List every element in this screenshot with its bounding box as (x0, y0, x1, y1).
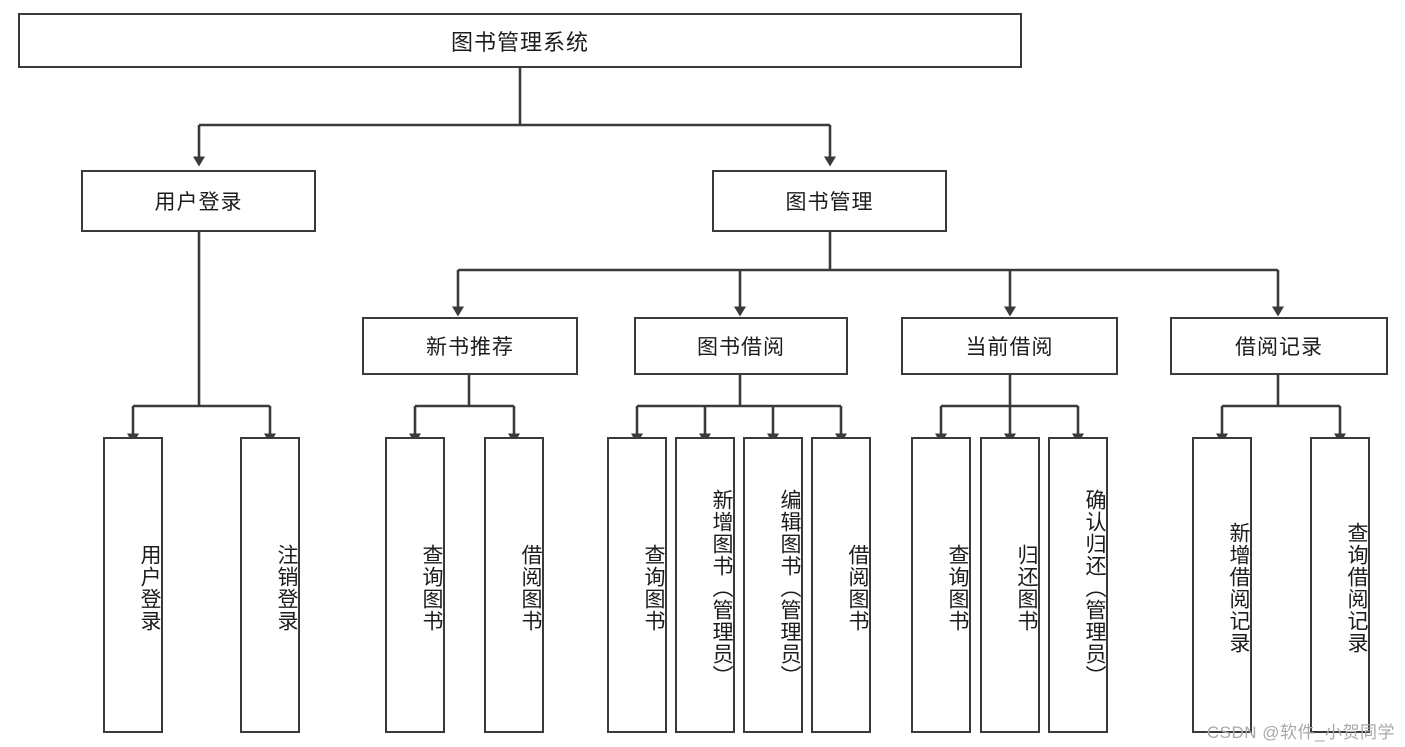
node-book-management-label: 图书管理 (785, 191, 874, 214)
node-leaf-return-book-label: 归还图书 (1015, 544, 1038, 632)
node-leaf-query-book-3[interactable]: 查询图书 (911, 437, 971, 733)
node-leaf-add-record-label: 新增借阅记录 (1227, 522, 1250, 654)
node-leaf-logout-login[interactable]: 注销登录 (240, 437, 300, 733)
node-leaf-borrow-book-1[interactable]: 借阅图书 (484, 437, 544, 733)
node-leaf-confirm-return-label: 确认归还（管理员） (1083, 489, 1106, 687)
node-leaf-confirm-return[interactable]: 确认归还（管理员） (1048, 437, 1108, 733)
node-leaf-add-book-label: 新增图书（管理员） (710, 489, 733, 687)
node-book-borrow-label: 图书借阅 (697, 336, 785, 359)
node-leaf-add-book[interactable]: 新增图书（管理员） (675, 437, 735, 733)
node-leaf-return-book[interactable]: 归还图书 (980, 437, 1040, 733)
node-current-borrow-label: 当前借阅 (965, 336, 1054, 359)
node-borrow-record[interactable]: 借阅记录 (1170, 317, 1388, 375)
node-new-book-recommend-label: 新书推荐 (426, 336, 514, 359)
node-leaf-query-book-2-label: 查询图书 (642, 544, 665, 632)
node-current-borrow[interactable]: 当前借阅 (901, 317, 1118, 375)
node-leaf-query-book-1-label: 查询图书 (420, 544, 443, 632)
node-book-borrow[interactable]: 图书借阅 (634, 317, 848, 375)
node-leaf-user-login[interactable]: 用户登录 (103, 437, 163, 733)
node-leaf-query-record-label: 查询借阅记录 (1345, 522, 1368, 654)
node-leaf-add-record[interactable]: 新增借阅记录 (1192, 437, 1252, 733)
node-leaf-query-book-1[interactable]: 查询图书 (385, 437, 445, 733)
node-leaf-edit-book[interactable]: 编辑图书（管理员） (743, 437, 803, 733)
node-leaf-query-book-3-label: 查询图书 (946, 544, 969, 632)
node-root-label: 图书管理系统 (450, 29, 589, 55)
node-user-login-label: 用户登录 (154, 191, 243, 214)
node-leaf-user-login-label: 用户登录 (138, 544, 161, 632)
node-leaf-borrow-book-1-label: 借阅图书 (519, 544, 542, 632)
node-leaf-edit-book-label: 编辑图书（管理员） (778, 489, 801, 687)
node-root[interactable]: 图书管理系统 (18, 13, 1022, 68)
node-leaf-borrow-book-2-label: 借阅图书 (846, 544, 869, 632)
node-user-login[interactable]: 用户登录 (81, 170, 316, 232)
node-leaf-borrow-book-2[interactable]: 借阅图书 (811, 437, 871, 733)
node-new-book-recommend[interactable]: 新书推荐 (362, 317, 578, 375)
watermark-text: CSDN @软件_小贺同学 (1206, 723, 1395, 742)
node-borrow-record-label: 借阅记录 (1235, 336, 1323, 359)
node-leaf-query-record[interactable]: 查询借阅记录 (1310, 437, 1370, 733)
node-leaf-logout-login-label: 注销登录 (275, 544, 298, 632)
node-leaf-query-book-2[interactable]: 查询图书 (607, 437, 667, 733)
node-book-management[interactable]: 图书管理 (712, 170, 947, 232)
